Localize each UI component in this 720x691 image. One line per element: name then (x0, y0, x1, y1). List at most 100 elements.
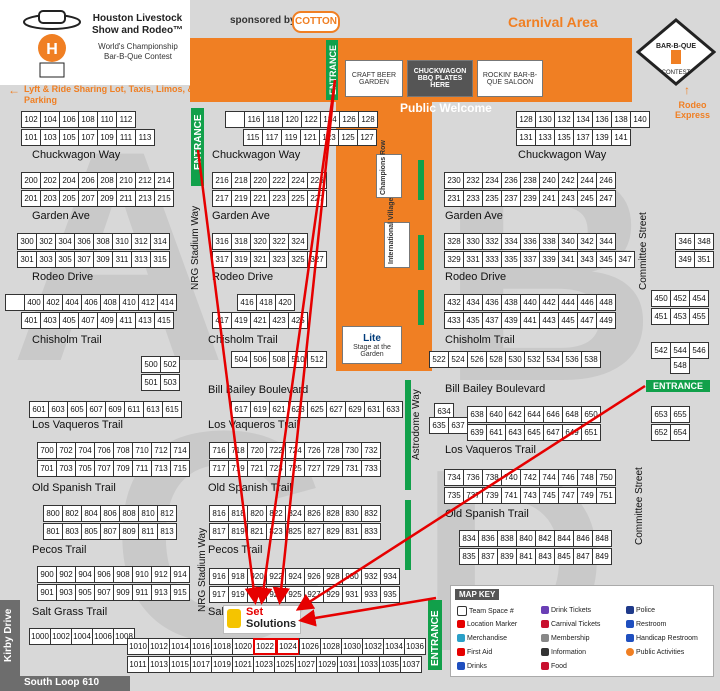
team-space[interactable]: 246 (596, 172, 616, 189)
team-space[interactable]: 419 (231, 312, 251, 329)
team-space[interactable]: 502 (160, 356, 180, 373)
team-space[interactable]: 733 (361, 460, 381, 477)
team-space[interactable]: 204 (59, 172, 79, 189)
team-space[interactable]: 548 (670, 357, 690, 374)
team-space[interactable]: 405 (59, 312, 79, 329)
team-space[interactable]: 335 (501, 251, 521, 268)
team-space[interactable]: 434 (463, 294, 483, 311)
team-space[interactable]: 913 (151, 584, 171, 601)
team-space[interactable]: 137 (573, 129, 593, 146)
team-space[interactable]: 309 (93, 251, 113, 268)
team-space[interactable]: 803 (62, 523, 82, 540)
team-space[interactable]: 731 (342, 460, 362, 477)
team-space[interactable]: 213 (135, 190, 155, 207)
team-space[interactable]: 627 (326, 401, 346, 418)
team-space[interactable]: 902 (56, 566, 76, 583)
team-space[interactable]: 739 (482, 487, 502, 504)
team-space[interactable]: 212 (135, 172, 155, 189)
team-space[interactable]: 115 (243, 129, 263, 146)
team-space[interactable]: 247 (596, 190, 616, 207)
team-space[interactable]: 235 (482, 190, 502, 207)
team-space[interactable]: 713 (151, 460, 171, 477)
team-space[interactable]: 206 (78, 172, 98, 189)
team-space[interactable]: 526 (467, 351, 487, 368)
team-space[interactable]: 829 (323, 523, 343, 540)
team-space[interactable]: 209 (97, 190, 117, 207)
team-space[interactable]: 915 (170, 584, 190, 601)
team-space[interactable]: 843 (535, 548, 555, 565)
team-space[interactable]: 504 (231, 351, 251, 368)
team-space[interactable]: 415 (154, 312, 174, 329)
team-space[interactable]: 444 (558, 294, 578, 311)
team-space[interactable]: 312 (131, 233, 151, 250)
team-space[interactable]: 348 (694, 233, 714, 250)
team-space[interactable]: 1013 (148, 656, 170, 673)
team-space[interactable]: 833 (361, 523, 381, 540)
team-space[interactable]: 319 (231, 251, 251, 268)
team-space[interactable]: 334 (501, 233, 521, 250)
team-space[interactable]: 141 (611, 129, 631, 146)
team-space[interactable]: 404 (62, 294, 82, 311)
team-space[interactable]: 935 (380, 586, 400, 603)
team-space[interactable]: 849 (592, 548, 612, 565)
team-space[interactable]: 705 (75, 460, 95, 477)
team-space[interactable]: 506 (250, 351, 270, 368)
team-space[interactable]: 640 (486, 406, 506, 423)
team-space[interactable]: 414 (157, 294, 177, 311)
team-space[interactable]: 140 (630, 111, 650, 128)
team-space[interactable]: 343 (577, 251, 597, 268)
team-space[interactable]: 909 (113, 584, 133, 601)
team-space[interactable]: 132 (554, 111, 574, 128)
team-space[interactable]: 934 (380, 568, 400, 585)
team-space[interactable]: 401 (21, 312, 41, 329)
team-space[interactable]: 1030 (341, 638, 363, 655)
team-space[interactable]: 216 (212, 172, 232, 189)
team-space[interactable]: 728 (323, 442, 343, 459)
team-space[interactable]: 512 (307, 351, 327, 368)
team-space[interactable]: 231 (444, 190, 464, 207)
team-space[interactable]: 131 (516, 129, 536, 146)
team-space[interactable]: 110 (97, 111, 117, 128)
team-space[interactable]: 416 (237, 294, 257, 311)
team-space[interactable]: 305 (55, 251, 75, 268)
team-space[interactable]: 538 (581, 351, 601, 368)
team-space[interactable]: 910 (132, 566, 152, 583)
team-space[interactable]: 215 (154, 190, 174, 207)
entrance-right[interactable]: ENTRANCE (646, 380, 710, 392)
team-space[interactable]: 750 (596, 469, 616, 486)
team-space[interactable]: 730 (342, 442, 362, 459)
team-space[interactable]: 633 (383, 401, 403, 418)
team-space[interactable]: 848 (592, 530, 612, 547)
team-space[interactable]: 329 (444, 251, 464, 268)
team-space[interactable]: 500 (141, 356, 161, 373)
team-space[interactable]: 136 (592, 111, 612, 128)
team-space[interactable]: 800 (43, 505, 63, 522)
team-space[interactable]: 455 (689, 308, 709, 325)
team-space[interactable]: 341 (558, 251, 578, 268)
team-space[interactable]: 347 (615, 251, 635, 268)
team-space[interactable]: 536 (562, 351, 582, 368)
team-space[interactable]: 127 (357, 129, 377, 146)
team-space[interactable]: 1011 (127, 656, 149, 673)
team-space[interactable]: 113 (135, 129, 155, 146)
team-space[interactable]: 222 (269, 172, 289, 189)
team-space[interactable]: 446 (577, 294, 597, 311)
team-space[interactable]: 344 (596, 233, 616, 250)
team-space[interactable]: 306 (74, 233, 94, 250)
team-space[interactable]: 234 (482, 172, 502, 189)
team-space[interactable]: 812 (157, 505, 177, 522)
team-space[interactable]: 629 (345, 401, 365, 418)
team-space[interactable]: 702 (56, 442, 76, 459)
team-space[interactable]: 751 (596, 487, 616, 504)
team-space[interactable]: 454 (689, 290, 709, 307)
team-space[interactable]: 214 (154, 172, 174, 189)
team-space[interactable]: 1037 (400, 656, 422, 673)
team-space[interactable]: 448 (596, 294, 616, 311)
team-space[interactable]: 546 (689, 342, 709, 359)
team-space[interactable]: 109 (97, 129, 117, 146)
team-space[interactable]: 912 (151, 566, 171, 583)
team-space[interactable]: 832 (361, 505, 381, 522)
team-space[interactable]: 743 (520, 487, 540, 504)
team-space[interactable]: 615 (162, 401, 182, 418)
team-space[interactable]: 128 (358, 111, 378, 128)
